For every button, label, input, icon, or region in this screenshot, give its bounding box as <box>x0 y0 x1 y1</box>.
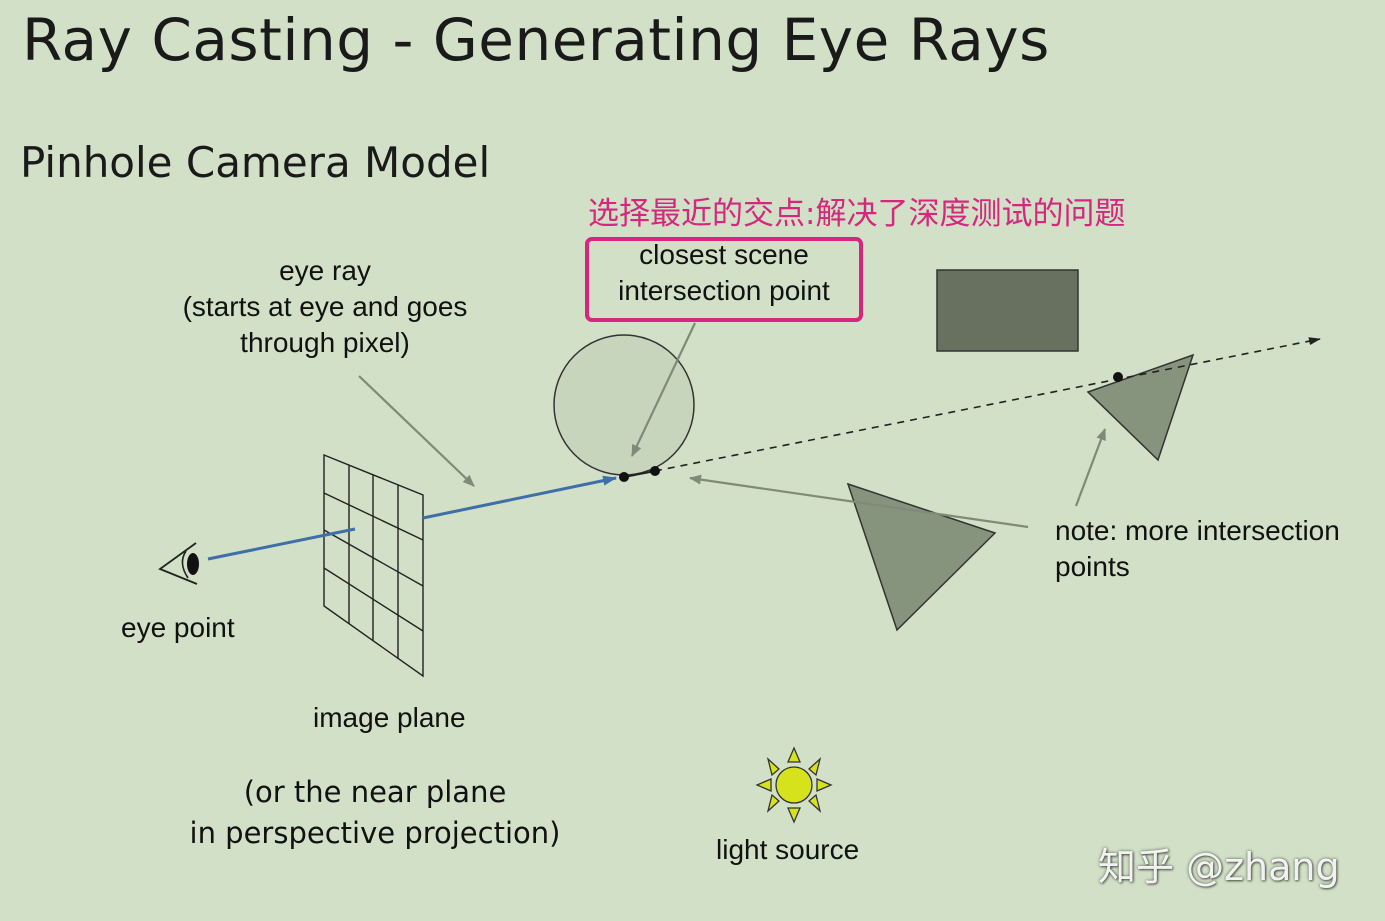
center-triangle-object <box>846 482 997 632</box>
watermark: 知乎 @zhang <box>1098 845 1340 889</box>
ray-between-hits <box>623 470 656 478</box>
eye-ray-label: eye ray (starts at eye and goes through … <box>150 253 500 361</box>
note-label-line-1: note: more intersection <box>1055 515 1340 546</box>
highlight-box <box>585 237 863 322</box>
eye-ray-label-line-2: (starts at eye and goes <box>182 291 468 322</box>
note-leader-arrow-left <box>689 474 1029 529</box>
sun-icon <box>755 746 833 824</box>
near-plane-label-line-2: in perspective projection) <box>189 816 561 850</box>
triangle-intersection-point <box>1113 372 1123 382</box>
chinese-annotation: 选择最近的交点:解决了深度测试的问题 <box>588 196 1126 232</box>
eye-point-label: eye point <box>121 612 235 643</box>
eye-ray-segment-2 <box>422 475 617 520</box>
eye-icon <box>158 542 199 585</box>
dashed-ray <box>654 337 1321 472</box>
second-intersection-point <box>650 466 660 476</box>
sphere-object <box>553 334 695 476</box>
slide-subtitle: Pinhole Camera Model <box>20 138 491 187</box>
right-triangle-object <box>1086 353 1195 462</box>
eye-ray-segment-1 <box>207 527 356 561</box>
image-plane-grid <box>323 453 424 678</box>
eye-ray-label-line-3: through pixel) <box>240 327 410 358</box>
closest-label-line-2: intersection point <box>618 275 830 306</box>
closest-intersection-label: closest scene intersection point <box>586 237 862 309</box>
near-plane-label: (or the near plane in perspective projec… <box>175 772 575 854</box>
image-plane-label: image plane <box>313 702 466 733</box>
note-label-line-2: points <box>1055 551 1130 582</box>
closest-label-line-1: closest scene <box>639 239 809 270</box>
note-leader-arrow-up <box>1074 428 1107 507</box>
note-label: note: more intersection points <box>1055 513 1340 585</box>
near-plane-label-line-1: (or the near plane <box>243 775 507 809</box>
light-source-label: light source <box>716 834 860 865</box>
eye-ray-leader-arrow <box>358 375 475 487</box>
closest-intersection-point <box>619 472 629 482</box>
closest-point-leader-arrow <box>631 322 696 457</box>
slide-title: Ray Casting - Generating Eye Rays <box>22 6 1050 74</box>
box-object <box>936 269 1079 352</box>
eye-ray-label-line-1: eye ray <box>279 255 371 286</box>
